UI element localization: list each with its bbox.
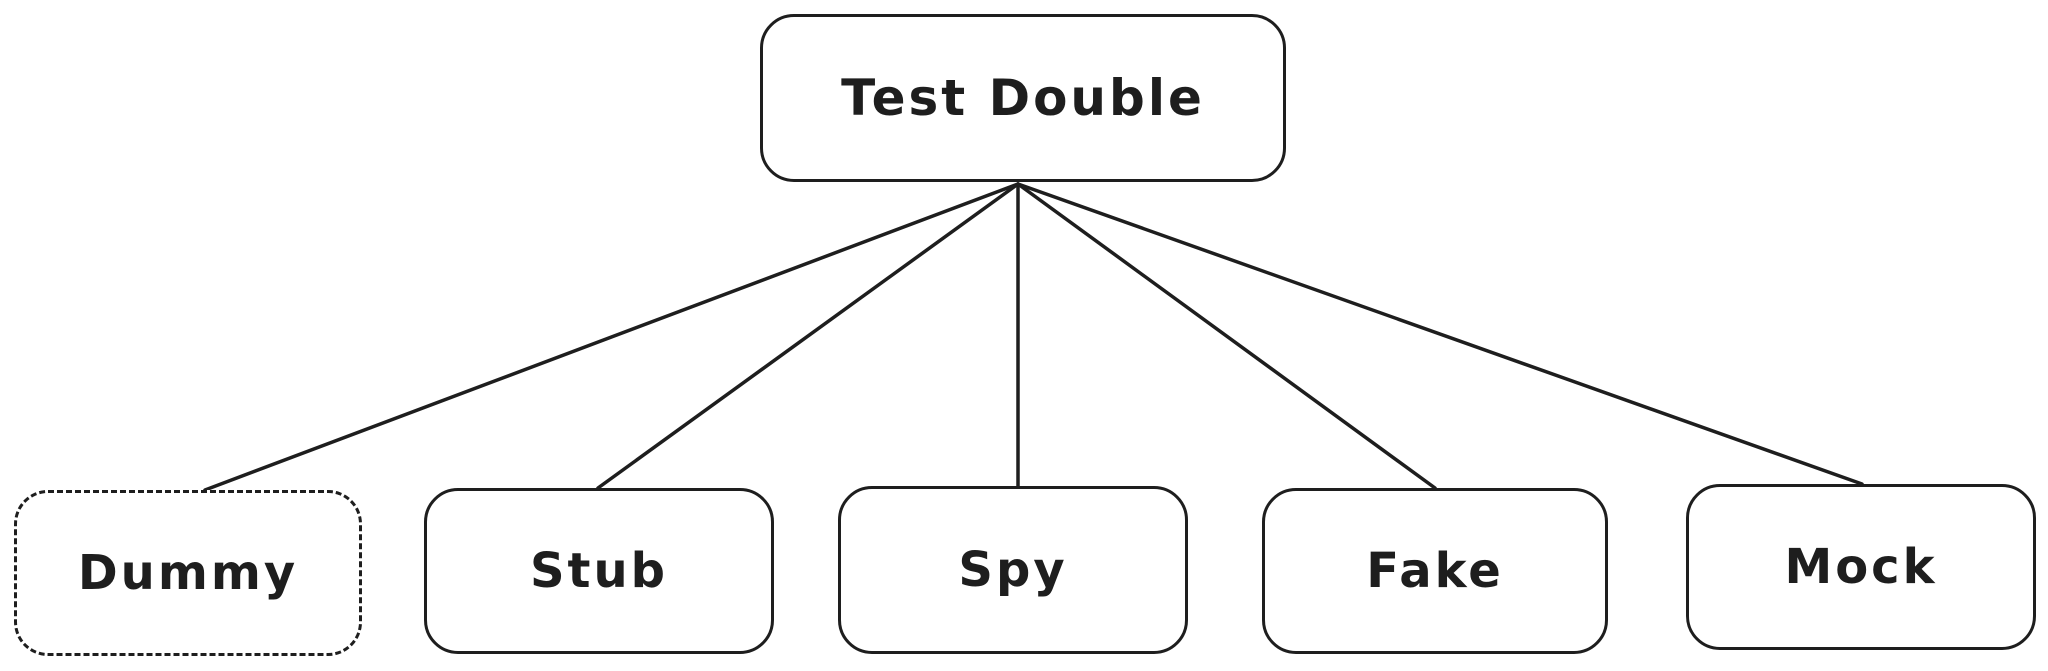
node-label-dummy: Dummy — [77, 545, 299, 601]
node-label-test-double: Test Double — [841, 69, 1205, 127]
node-stub: Stub — [424, 488, 774, 654]
node-label-spy: Spy — [958, 542, 1068, 598]
node-dummy: Dummy — [14, 490, 362, 656]
connector-root-fake — [1016, 182, 1437, 490]
connector-root-mock — [1016, 182, 1864, 486]
node-test-double: Test Double — [760, 14, 1286, 182]
node-spy: Spy — [838, 486, 1188, 654]
node-label-mock: Mock — [1784, 539, 1938, 595]
connector-root-stub — [596, 182, 1020, 490]
node-fake: Fake — [1262, 488, 1608, 654]
connector-root-dummy — [203, 182, 1020, 492]
node-label-fake: Fake — [1366, 543, 1504, 599]
node-mock: Mock — [1686, 484, 2036, 650]
node-label-stub: Stub — [529, 543, 669, 599]
